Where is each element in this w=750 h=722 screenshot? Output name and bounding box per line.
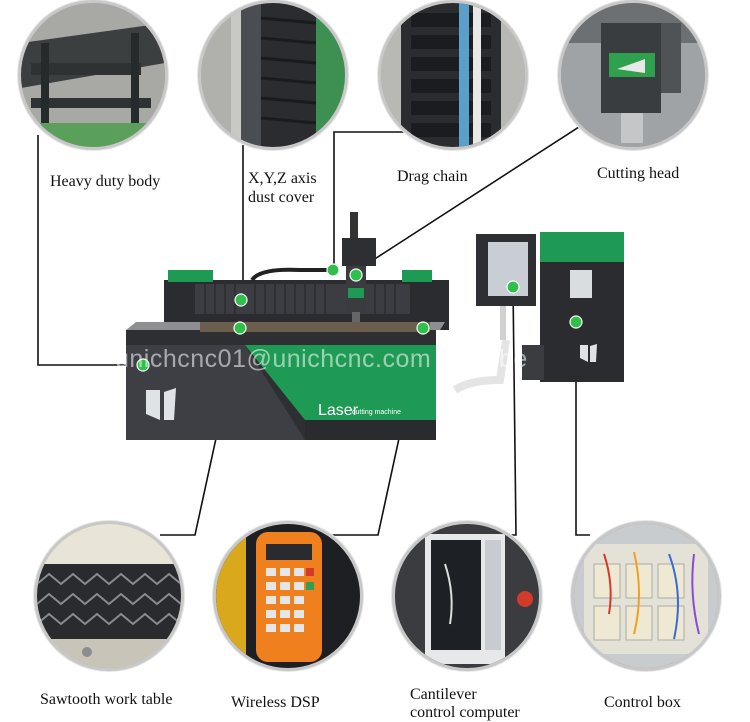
label-wireless-dsp: Wireless DSP (231, 694, 320, 711)
machine-gantry (164, 280, 449, 330)
label-sawtooth-table: Sawtooth work table (40, 691, 173, 708)
thumb-heavy-duty-body (18, 0, 168, 150)
marker-table (233, 321, 247, 335)
bed-front-bottom (305, 420, 436, 440)
label-heavy-duty-body: Heavy duty body (50, 173, 161, 190)
dust-cover-bellows (195, 284, 410, 314)
thumb-sawtooth-table (34, 521, 184, 671)
thumb-wireless-dsp (213, 521, 363, 671)
label-control-box: Control box (604, 694, 681, 711)
marker-dsp (416, 321, 430, 335)
cabinet-label-plate (570, 270, 592, 298)
marker-axis (234, 293, 248, 307)
marker-chain (326, 263, 340, 277)
label-computer-line1: Cantilever (410, 686, 477, 703)
gantry-cap-right (402, 270, 432, 282)
thumb-drag-chain (378, 0, 528, 150)
thumb-dust-cover (198, 0, 348, 150)
marker-computer (506, 280, 520, 294)
label-axis-line2: dust cover (248, 189, 315, 206)
cable-hose (250, 267, 335, 282)
label-axis-line1: X,Y,Z axis (248, 170, 317, 187)
label-cutting-head: Cutting head (597, 165, 680, 182)
cutting-head-body (346, 266, 366, 312)
monitor-screen (488, 242, 528, 296)
thumb-control-box (571, 521, 721, 671)
monitor-housing (476, 234, 536, 306)
gantry-cap-left (168, 270, 213, 282)
cutting-head-panel (348, 288, 364, 298)
callout-line-box (575, 322, 590, 536)
label-computer-line2: control computer (410, 704, 520, 721)
drag-chain-vertical (350, 212, 358, 242)
brand-text: Laser (318, 402, 359, 419)
cabinet-logo-icon (580, 344, 597, 362)
nozzle (352, 312, 360, 322)
watermark: unichcnc01@unichcnc.com Phoebe (115, 345, 528, 373)
marker-head (349, 268, 363, 282)
control-cabinet (540, 232, 624, 382)
z-axis-carriage (342, 238, 376, 266)
bellows-ribs (204, 284, 396, 314)
callout-line-chain (333, 131, 405, 270)
cabinet-top-green (540, 232, 624, 262)
marker-box (569, 315, 583, 329)
brand-logo-icon (146, 388, 176, 420)
bed-top-edge (126, 322, 445, 330)
callout-line-body (37, 135, 138, 366)
callout-line-computer (510, 286, 517, 536)
work-table-surface (200, 322, 430, 332)
cantilever-arm (500, 305, 506, 340)
thumb-control-computer (392, 521, 542, 671)
label-drag-chain: Drag chain (397, 168, 468, 185)
brand-subtext: cutting machine (352, 409, 401, 416)
thumb-cutting-head (558, 0, 708, 150)
